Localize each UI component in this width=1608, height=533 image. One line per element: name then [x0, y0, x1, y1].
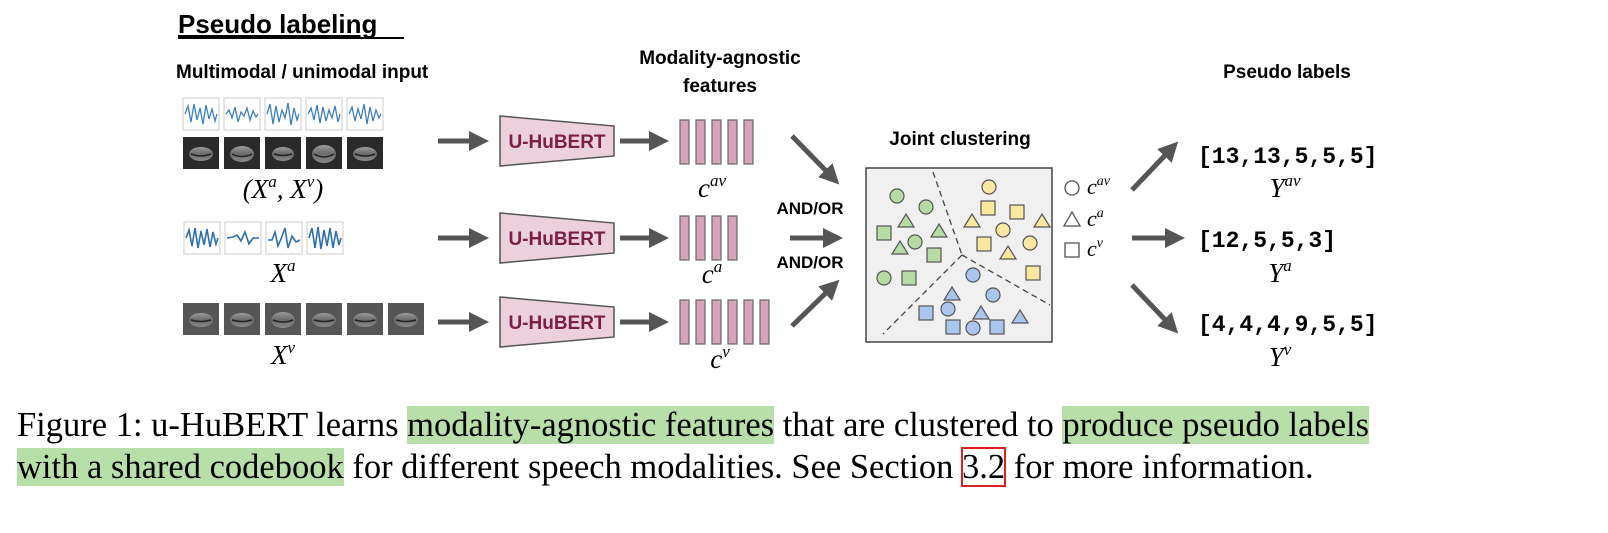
features-header-line1: Modality-agnostic	[639, 48, 801, 69]
caption-text: that are clustered to	[774, 406, 1063, 444]
pseudo-label-av-sequence: [13,13,5,5,5]	[1198, 144, 1377, 170]
feature-bars-av	[679, 119, 754, 165]
clustering-header: Joint clustering	[889, 129, 1030, 150]
caption-text: for different speech modalities. See Sec…	[343, 448, 962, 486]
figure-caption: Figure 1: u-HuBERT learns modality-agnos…	[17, 404, 1602, 488]
encoder-label: U-HuBERT	[508, 229, 605, 250]
audio-waveform-thumbnails-row1	[182, 97, 384, 131]
caption-line-2: with a shared codebook for different spe…	[17, 446, 1602, 488]
input-header: Multimodal / unimodal input	[176, 62, 429, 83]
feature-label-v: cv	[710, 342, 730, 374]
pseudo-labeling-figure: Pseudo labeling Multimodal / unimodal in…	[176, 9, 1377, 374]
figure-title: Pseudo labeling	[178, 9, 377, 39]
feature-bars-v	[679, 299, 770, 345]
legend-label-a: ca	[1087, 206, 1104, 231]
labels-header: Pseudo labels	[1223, 62, 1351, 83]
feature-label-av: cav	[698, 171, 726, 203]
caption-text: for more information.	[1005, 448, 1314, 486]
caption-line-1: Figure 1: u-HuBERT learns modality-agnos…	[17, 404, 1602, 446]
caption-highlight: with a shared codebook	[17, 448, 344, 486]
pseudo-label-a-symbol: Ya	[1268, 256, 1292, 288]
arrow-clustering-to-label-v	[1130, 283, 1179, 334]
features-header-line2: features	[683, 76, 757, 97]
audio-waveform-thumbnails-row2	[183, 221, 344, 255]
caption-highlight: produce pseudo labels	[1062, 406, 1370, 444]
pseudo-label-v-sequence: [4,4,4,9,5,5]	[1198, 312, 1377, 338]
section-reference-link[interactable]: 3.2	[960, 447, 1007, 487]
input-label-av: (Xa, Xv)	[243, 172, 324, 204]
pseudo-label-v-symbol: Yv	[1269, 340, 1292, 372]
arrow-features-to-clustering-1	[790, 134, 840, 185]
pseudo-label-a-sequence: [12,5,5,3]	[1198, 228, 1336, 254]
lip-video-frames-row1	[183, 137, 383, 169]
encoder-block-2: U-HuBERT	[499, 212, 615, 264]
encoder-block-1: U-HuBERT	[499, 115, 615, 167]
pseudo-label-av-symbol: Yav	[1269, 171, 1301, 203]
encoder-block-3: U-HuBERT	[499, 296, 615, 348]
arrow-features-to-clustering-3	[790, 279, 840, 328]
arrow-clustering-to-label-av	[1130, 141, 1179, 192]
caption-text: Figure 1: u-HuBERT learns	[17, 406, 408, 444]
lip-video-frames-row3	[183, 303, 424, 335]
and-or-label-2: AND/OR	[776, 253, 843, 272]
encoder-label: U-HuBERT	[508, 132, 605, 153]
input-label-v: Xv	[270, 338, 296, 370]
and-or-label-1: AND/OR	[776, 199, 843, 218]
cluster-legend: cav ca cv	[1062, 174, 1111, 261]
input-label-a: Xa	[270, 256, 296, 288]
encoder-label: U-HuBERT	[508, 313, 605, 334]
caption-highlight: modality-agnostic features	[407, 406, 775, 444]
feature-bars-a	[679, 215, 738, 261]
feature-label-a: ca	[702, 257, 722, 289]
legend-label-av: cav	[1087, 174, 1111, 199]
legend-label-v: cv	[1087, 236, 1104, 261]
joint-clustering-box	[865, 167, 1053, 343]
